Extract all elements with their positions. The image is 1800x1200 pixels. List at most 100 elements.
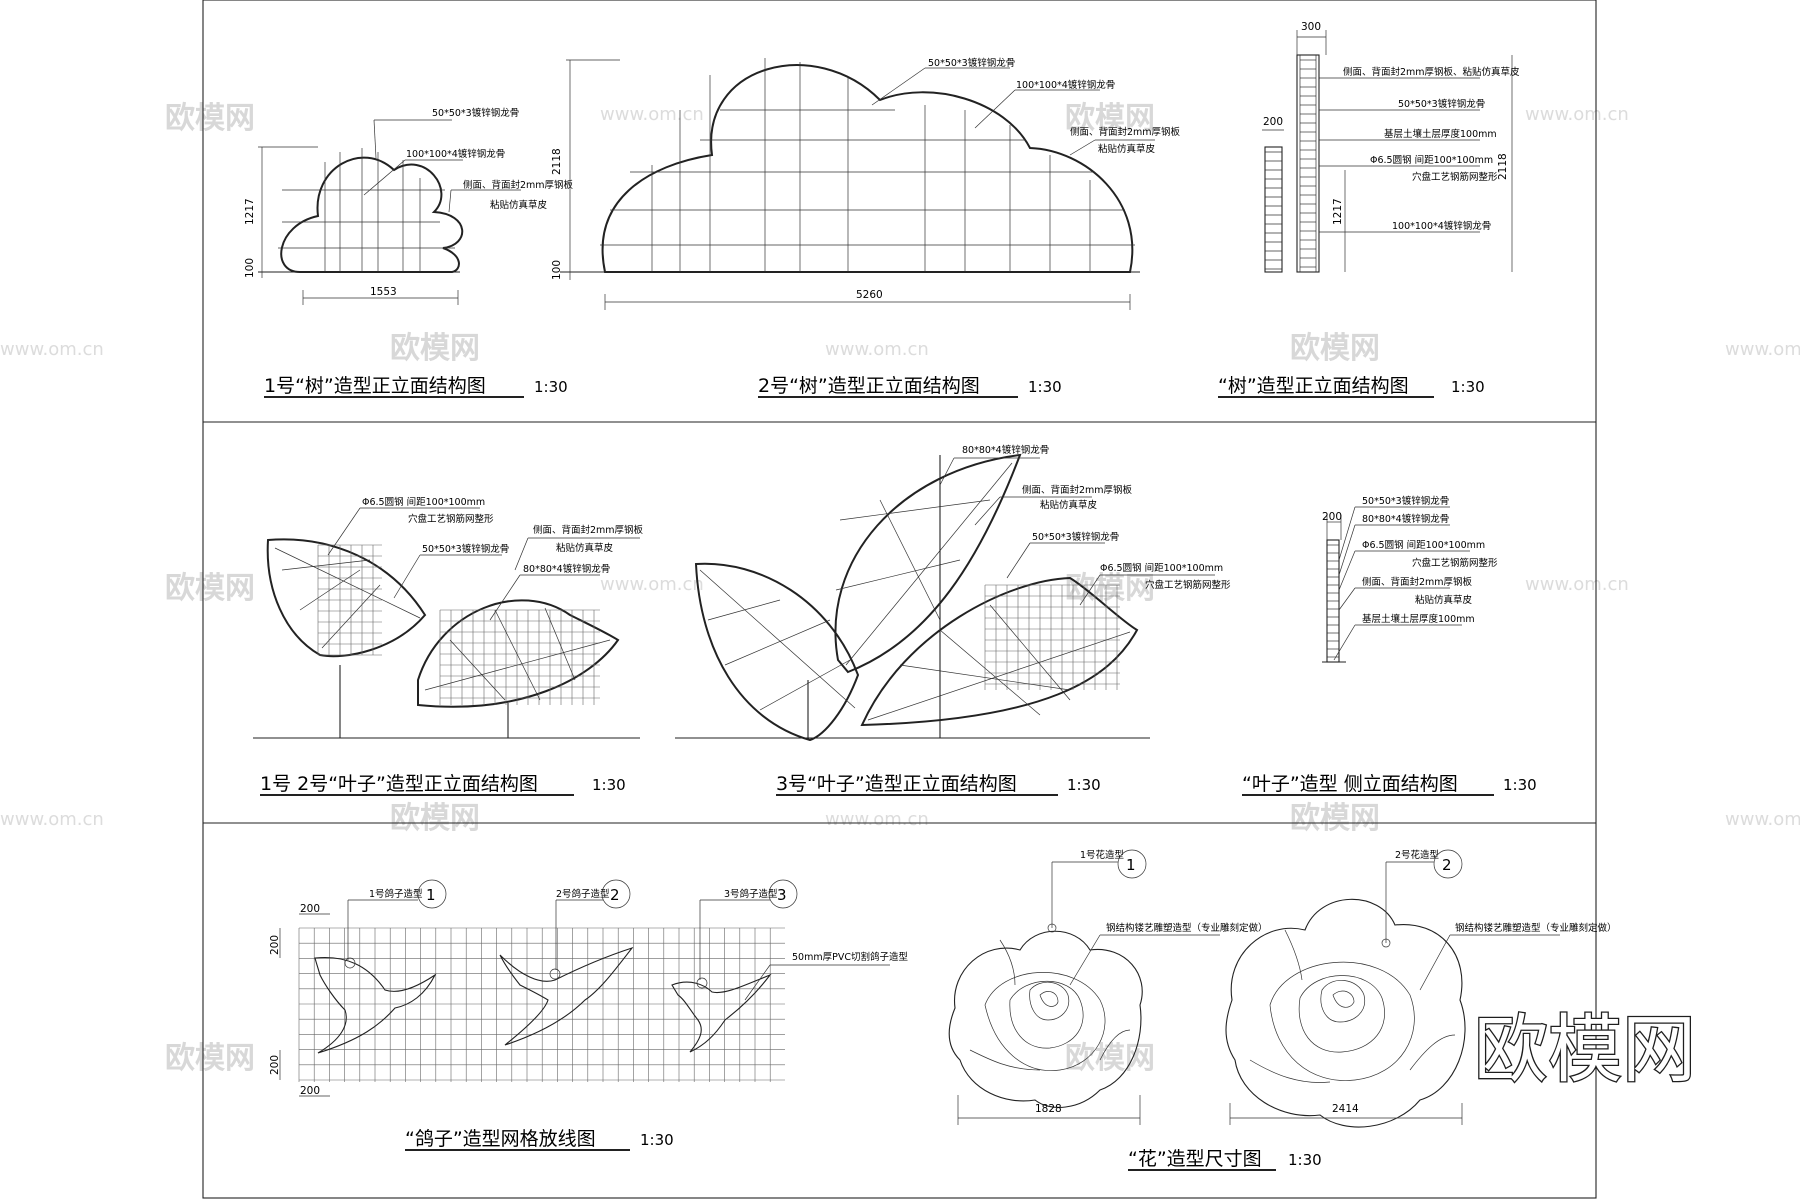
watermark-url: www.om.cn	[1525, 104, 1629, 125]
watermark: 欧模网	[165, 1041, 255, 1076]
note: 100*100*4镀锌钢龙骨	[406, 148, 505, 160]
dove-num: 3	[777, 886, 787, 904]
watermark-url: www.om.cn	[0, 339, 104, 360]
watermark: 欧模网	[165, 571, 255, 606]
dim-width: 1553	[370, 286, 397, 298]
dove-num: 1	[426, 886, 436, 904]
dim-bottom: 200	[300, 1085, 320, 1097]
dim-top: 300	[1301, 21, 1321, 33]
watermark-url: www.om.cn	[825, 809, 929, 830]
title-tree-side: “树”造型正立面结构图	[1218, 375, 1409, 397]
note: 钢结构镂艺雕塑造型（专业雕刻定做）	[1106, 922, 1268, 934]
dove-grid-drawing: 1号鸽子造型 1 2号鸽子造型 2 3号鸽子造型 3 50mm厚PVC切割鸽子造…	[269, 879, 908, 1097]
title-leaf3: 3号“叶子”造型正立面结构图	[776, 773, 1017, 795]
dim-height: 1217	[244, 198, 256, 225]
note: 穴盘工艺钢筋网整形	[1412, 557, 1498, 569]
watermark-url: www.om.cn	[1525, 574, 1629, 595]
note: 侧面、背面封2mm厚钢板、粘贴仿真草皮	[1343, 66, 1520, 78]
note: 粘贴仿真草皮	[556, 542, 614, 554]
watermark-url: www.om.cn	[600, 574, 704, 595]
dove-num: 2	[610, 886, 620, 904]
sheet-frame	[202, 0, 1597, 1199]
dim-base: 100	[551, 260, 563, 280]
note: 50*50*3镀锌钢龙骨	[422, 543, 509, 555]
watermark: 欧模网	[390, 801, 480, 836]
note: 穴盘工艺钢筋网整形	[408, 513, 494, 525]
flower-num: 1	[1126, 856, 1136, 874]
watermark: 欧模网	[1065, 1041, 1155, 1076]
watermark: 欧模网	[1065, 571, 1155, 606]
note: 侧面、背面封2mm厚钢板	[533, 524, 644, 536]
note: Φ6.5圆钢 间距100*100mm	[1100, 562, 1223, 574]
title-tree1: 1号“树”造型正立面结构图	[264, 375, 486, 397]
dim-w1: 1828	[1035, 1103, 1062, 1115]
note: 侧面、背面封2mm厚钢板	[463, 179, 574, 191]
watermark-layer: 欧模网 www.om.cn 欧模网 www.om.cn www.om.cn 欧模…	[0, 101, 1800, 1076]
scale: 1:30	[1067, 776, 1101, 794]
watermark: 欧模网	[1290, 801, 1380, 836]
flower-label: 2号花造型	[1395, 849, 1440, 861]
flower1-drawing: 1828 1号花造型 1 钢结构镂艺雕塑造型（专业雕刻定做）	[948, 849, 1268, 1125]
title-flower: “花”造型尺寸图	[1128, 1148, 1262, 1170]
dove-material: 50mm厚PVC切割鸽子造型	[792, 951, 908, 963]
dove3	[671, 973, 772, 1053]
note: 穴盘工艺钢筋网整形	[1412, 171, 1498, 183]
title-dove: “鸽子”造型网格放线图	[405, 1128, 596, 1150]
note: 侧面、背面封2mm厚钢板	[1022, 484, 1133, 496]
note: 侧面、背面封2mm厚钢板	[1362, 576, 1473, 588]
note: 100*100*4镀锌钢龙骨	[1016, 79, 1115, 91]
note: 侧面、背面封2mm厚钢板	[1070, 126, 1181, 138]
scale: 1:30	[1028, 378, 1062, 396]
dim-width: 5260	[856, 289, 883, 301]
note: 粘贴仿真草皮	[1098, 143, 1156, 155]
dove-label: 2号鸽子造型	[556, 888, 610, 900]
watermark: 欧模网	[390, 331, 480, 366]
leaf12-drawing: Φ6.5圆钢 间距100*100mm 穴盘工艺钢筋网整形 50*50*3镀锌钢龙…	[253, 496, 644, 739]
scale: 1:30	[1503, 776, 1537, 794]
note: 钢结构镂艺雕塑造型（专业雕刻定做）	[1455, 922, 1617, 934]
leaf3-right-outline	[860, 576, 1139, 727]
tree1-outline	[280, 156, 464, 273]
note: 100*100*4镀锌钢龙骨	[1392, 220, 1491, 232]
leaf1-outline	[266, 538, 427, 658]
dove-label: 1号鸽子造型	[369, 888, 423, 900]
dim-height: 2118	[551, 148, 563, 175]
note: 粘贴仿真草皮	[490, 199, 548, 211]
watermark: 欧模网	[165, 101, 255, 136]
note: 粘贴仿真草皮	[1415, 594, 1473, 606]
dim-left-top: 200	[269, 935, 281, 955]
note: 50*50*3镀锌钢龙骨	[1032, 531, 1119, 543]
tree2-outline	[601, 64, 1134, 273]
tree1-drawing: 1217 100 1553 50*50*3镀锌钢龙骨 100*100*4镀锌钢龙…	[244, 107, 574, 305]
dim-left-bottom: 200	[269, 1055, 281, 1075]
flower-num: 2	[1442, 856, 1452, 874]
dove1	[314, 956, 437, 1054]
tree-side-drawing: 300 200 1217 2118 侧面、背面封2mm厚钢板、粘贴仿真草皮 50…	[1262, 21, 1520, 273]
tree2-drawing: 2118 100 5260 50*50*3镀锌钢龙骨 100*100*4镀锌钢龙…	[551, 57, 1181, 310]
note: 50*50*3镀锌钢龙骨	[928, 57, 1015, 69]
note: 80*80*4镀锌钢龙骨	[523, 563, 610, 575]
note: 50*50*3镀锌钢龙骨	[432, 107, 519, 119]
note: Φ6.5圆钢 间距100*100mm	[1370, 154, 1493, 166]
leaf-side-drawing: 200 50*50*3镀锌钢龙骨 80*80*4镀锌钢龙骨 Φ6.5圆钢 间距1…	[1322, 495, 1498, 663]
note: Φ6.5圆钢 间距100*100mm	[362, 496, 485, 508]
dim-top: 200	[300, 903, 320, 915]
dim-h1: 1217	[1332, 198, 1344, 225]
watermark: 欧模网	[1290, 331, 1380, 366]
watermark-url: www.om.cn	[600, 104, 704, 125]
note: 80*80*4镀锌钢龙骨	[962, 444, 1049, 456]
title-leaf-side: “叶子”造型 侧立面结构图	[1242, 773, 1458, 795]
title-leaf12: 1号 2号“叶子”造型正立面结构图	[260, 773, 538, 795]
leaf2-outline	[417, 599, 620, 708]
watermark: 欧模网	[1065, 101, 1155, 136]
note: 80*80*4镀锌钢龙骨	[1362, 513, 1449, 525]
note: Φ6.5圆钢 间距100*100mm	[1362, 539, 1485, 551]
scale: 1:30	[534, 378, 568, 396]
note: 50*50*3镀锌钢龙骨	[1362, 495, 1449, 507]
watermark-url: www.om.cn	[1725, 809, 1800, 830]
scale: 1:30	[1288, 1151, 1322, 1169]
dim-h2: 2118	[1497, 153, 1509, 180]
brand-logo: 欧模网	[1474, 1007, 1696, 1093]
dim-base: 100	[244, 258, 256, 278]
